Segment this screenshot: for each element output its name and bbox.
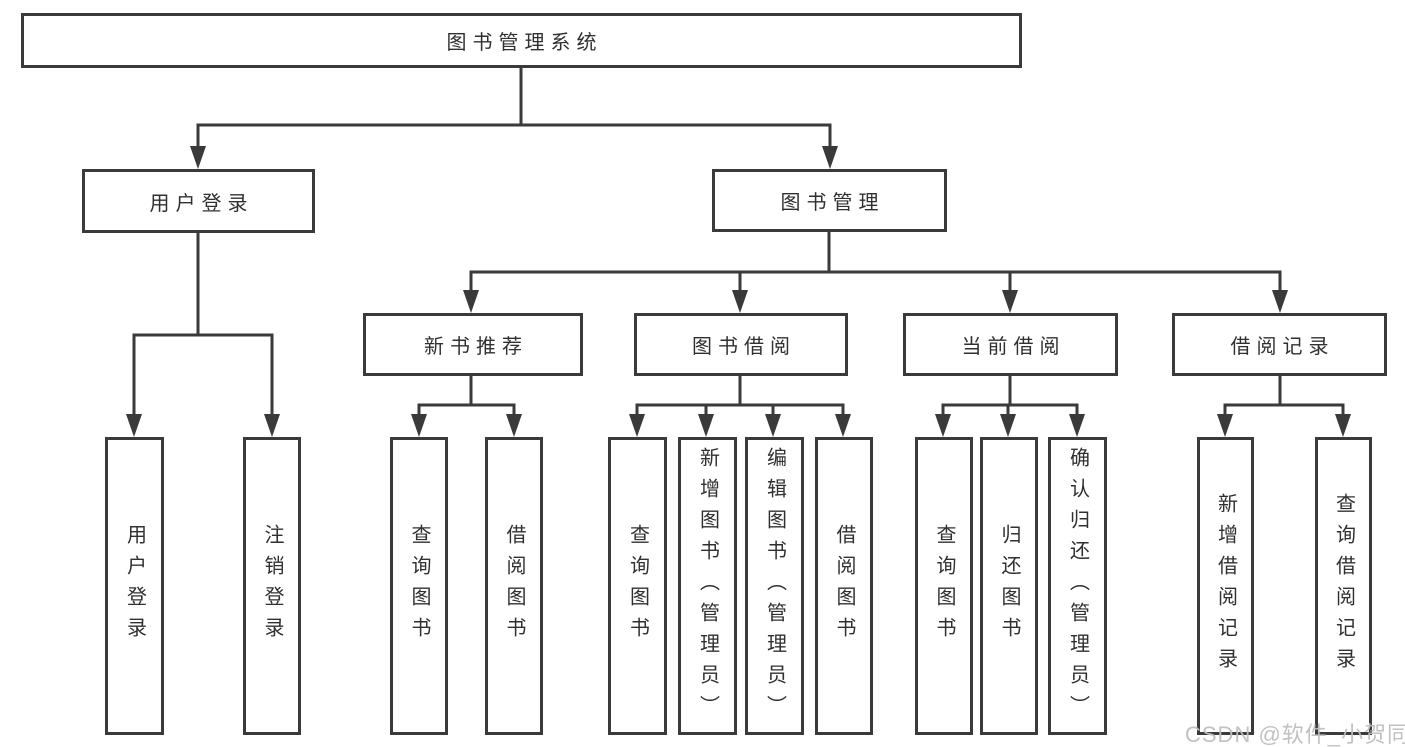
leaf-add-borrow-record: 新增借阅记录 bbox=[1197, 437, 1254, 735]
csdn-watermark: CSDN @软件_小贺同学 bbox=[1185, 722, 1405, 747]
leaf-query-borrow-record: 查询借阅记录 bbox=[1315, 437, 1372, 735]
leaf-edit-books-admin-label: 编辑图书（管理员） bbox=[763, 446, 786, 726]
node-book-management-label: 图书管理 bbox=[780, 192, 885, 214]
leaf-query-books-recommend: 查询图书 bbox=[390, 437, 448, 735]
node-book-borrow: 图书借阅 bbox=[634, 313, 848, 376]
node-borrow-records: 借阅记录 bbox=[1172, 313, 1387, 376]
connector-book-borrow-to-leaves bbox=[629, 376, 851, 437]
leaf-edit-books-admin: 编辑图书（管理员） bbox=[745, 437, 804, 735]
connector-root-to-level2 bbox=[190, 68, 838, 169]
node-new-book-recommend: 新书推荐 bbox=[363, 313, 583, 376]
leaf-borrow-books-recommend: 借阅图书 bbox=[485, 437, 543, 735]
leaf-query-books-borrow-label: 查询图书 bbox=[626, 524, 649, 648]
leaf-query-books-current: 查询图书 bbox=[915, 437, 973, 735]
node-book-management: 图书管理 bbox=[712, 169, 947, 232]
leaf-query-books-current-label: 查询图书 bbox=[933, 524, 955, 648]
node-user-login-label: 用户登录 bbox=[149, 192, 254, 215]
leaf-add-borrow-record-label: 新增借阅记录 bbox=[1214, 493, 1237, 679]
leaf-query-books-recommend-label: 查询图书 bbox=[408, 524, 430, 648]
connector-current-borrow-to-leaves bbox=[935, 376, 1085, 437]
connector-user-login-to-leaves bbox=[126, 233, 280, 437]
connector-borrow-records-to-leaves bbox=[1217, 376, 1351, 437]
leaf-return-books-label: 归还图书 bbox=[998, 524, 1020, 648]
leaf-borrow-books-recommend-label: 借阅图书 bbox=[503, 524, 525, 648]
node-current-borrow: 当前借阅 bbox=[903, 313, 1118, 376]
connector-book-management-to-level3 bbox=[463, 232, 1288, 313]
leaf-borrow-books: 借阅图书 bbox=[815, 437, 873, 735]
node-user-login: 用户登录 bbox=[82, 169, 315, 233]
node-book-borrow-label: 图书借阅 bbox=[692, 336, 796, 358]
node-borrow-records-label: 借阅记录 bbox=[1230, 336, 1335, 358]
leaf-user-login: 用户登录 bbox=[105, 437, 164, 735]
leaf-add-books-admin: 新增图书（管理员） bbox=[678, 437, 737, 735]
leaf-logout: 注销登录 bbox=[243, 437, 301, 735]
node-root-label: 图书管理系统 bbox=[446, 32, 603, 54]
node-new-book-recommend-label: 新书推荐 bbox=[424, 336, 528, 358]
leaf-query-borrow-record-label: 查询借阅记录 bbox=[1332, 493, 1355, 679]
leaf-logout-label: 注销登录 bbox=[261, 524, 283, 648]
leaf-confirm-return-admin: 确认归还（管理员） bbox=[1048, 437, 1107, 735]
node-current-borrow-label: 当前借阅 bbox=[961, 336, 1066, 358]
leaf-query-books-borrow: 查询图书 bbox=[608, 437, 667, 735]
leaf-confirm-return-admin-label: 确认归还（管理员） bbox=[1066, 446, 1089, 726]
leaf-user-login-label: 用户登录 bbox=[123, 524, 146, 648]
connector-new-book-to-leaves bbox=[411, 376, 522, 437]
node-root-library-system: 图书管理系统 bbox=[21, 13, 1022, 68]
leaf-add-books-admin-label: 新增图书（管理员） bbox=[696, 446, 719, 726]
leaf-borrow-books-label: 借阅图书 bbox=[833, 524, 855, 648]
leaf-return-books: 归还图书 bbox=[980, 437, 1038, 735]
